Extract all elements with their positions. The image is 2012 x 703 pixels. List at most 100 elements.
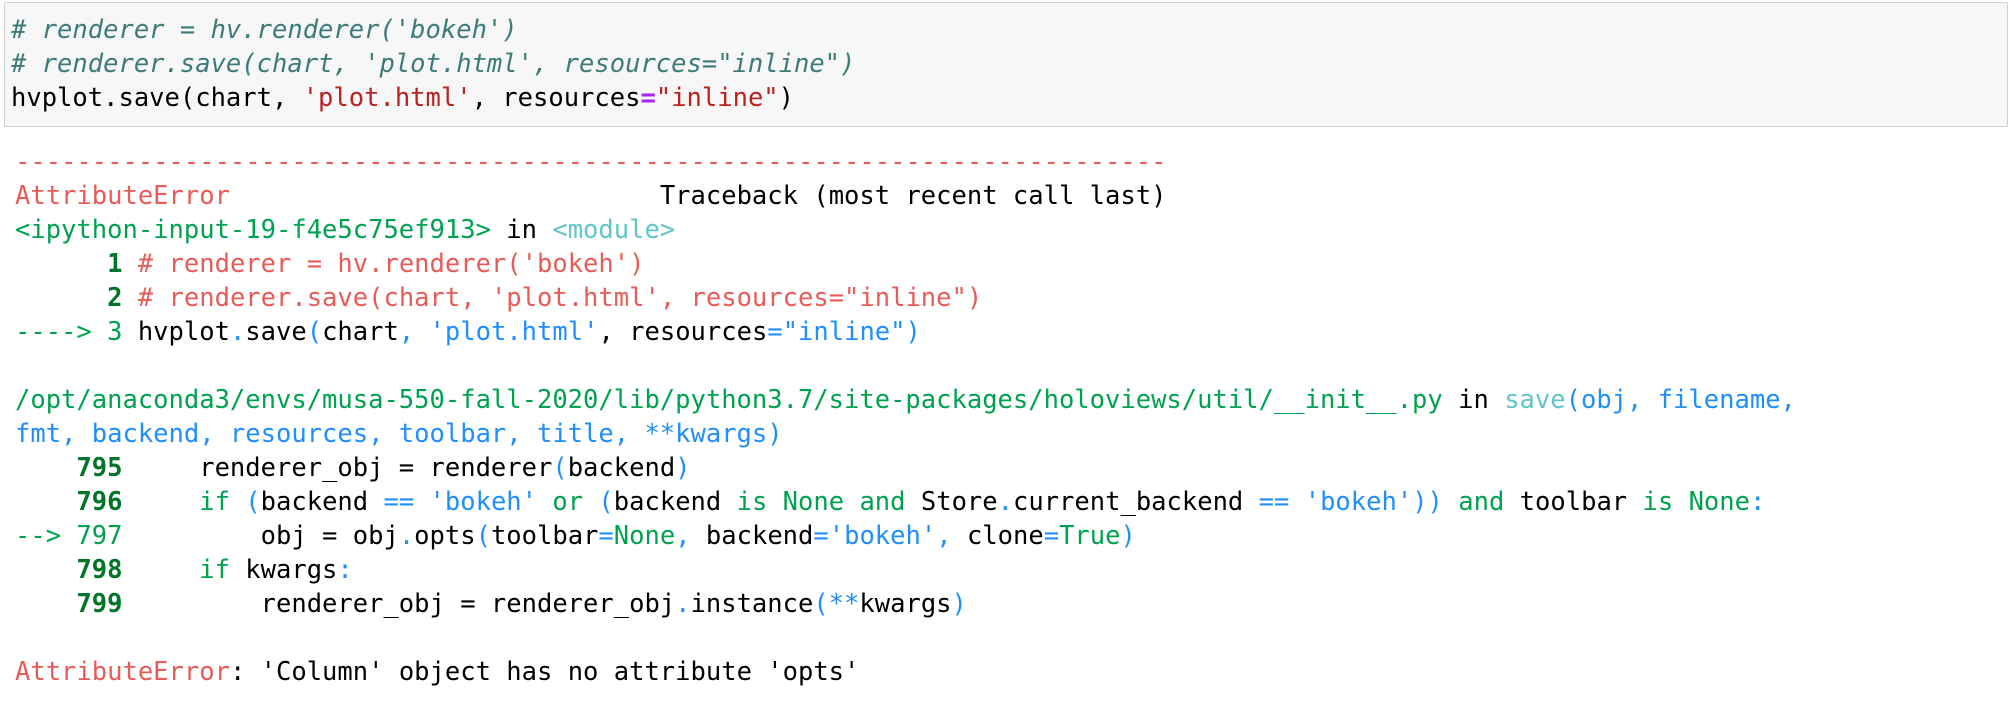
code-text: instance — [690, 589, 814, 619]
frame-2-signature-cont: fmt, backend, resources, toolbar, title,… — [15, 417, 783, 451]
frame-2-line-798: 798 if kwargs: — [15, 553, 353, 587]
operator: ** — [828, 589, 860, 619]
punct: ) — [951, 589, 967, 619]
punct: , — [675, 521, 706, 551]
frame-signature: (obj, filename, — [1565, 385, 1796, 415]
frame-location: <ipython-input-19-f4e5c75ef913> — [15, 215, 491, 245]
punct: . — [997, 487, 1013, 517]
line-number: 2 — [107, 283, 123, 313]
line-number: 798 — [15, 555, 123, 585]
error-name: AttributeError — [15, 657, 230, 687]
frame-1-line-1: 1 # renderer = hv.renderer('bokeh') — [15, 247, 644, 281]
string-literal: "inline" — [655, 83, 779, 113]
operator: = — [1043, 521, 1060, 551]
keyword: if — [122, 555, 230, 585]
code-text: , resources — [598, 317, 768, 347]
code-text: clone — [966, 521, 1044, 551]
keyword: and — [1442, 487, 1505, 517]
error-message: : 'Column' object has no attribute 'opts… — [229, 657, 860, 687]
keyword: None — [613, 521, 676, 551]
line-number: 1 — [107, 249, 123, 279]
traceback-separator: ----------------------------------------… — [15, 145, 1166, 179]
frame-1-line-2: 2 # renderer.save(chart, 'plot.html', re… — [15, 281, 982, 315]
frame-2-header: /opt/anaconda3/envs/musa-550-fall-2020/l… — [15, 383, 1796, 417]
error-message-line: AttributeError: 'Column' object has no a… — [15, 655, 859, 689]
punct: ) — [675, 453, 691, 483]
code-text: opts — [414, 521, 476, 551]
code-text: obj = obj — [122, 521, 399, 551]
code-text: kwargs — [229, 555, 338, 585]
error-name: AttributeError — [15, 181, 230, 211]
frame-file-path: /opt/anaconda3/envs/musa-550-fall-2020/l… — [15, 385, 1443, 415]
keyword: if — [122, 487, 230, 517]
code-text: toolbar — [490, 521, 599, 551]
code-text: renderer_obj = renderer_obj — [122, 589, 676, 619]
frame-scope: <module> — [552, 215, 676, 245]
keyword: and — [844, 487, 906, 517]
string-literal: "inline" — [782, 317, 906, 347]
current-line-arrow: ----> 3 — [15, 317, 123, 347]
frame-2-line-796: 796 if (backend == 'bokeh' or (backend i… — [15, 485, 1765, 519]
frame-1-current-line: ----> 3 hvplot.save(chart, 'plot.html', … — [15, 315, 921, 349]
traceback-header: AttributeError Traceback (most recent ca… — [15, 179, 1166, 213]
code-text: hvplot — [122, 317, 230, 347]
frame-2-line-795: 795 renderer_obj = renderer(backend) — [15, 451, 691, 485]
code-comment: # renderer = hv.renderer('bokeh') — [11, 15, 518, 45]
frame-2-line-797-current: --> 797 obj = obj.opts(toolbar=None, bac… — [15, 519, 1136, 553]
code-text: chart — [322, 317, 399, 347]
string-literal: 'plot.html' — [302, 83, 472, 113]
in-keyword: in — [490, 215, 553, 245]
code-text: save — [245, 317, 307, 347]
frame-1-header: <ipython-input-19-f4e5c75ef913> in <modu… — [15, 213, 675, 247]
input-line-2: # renderer.save(chart, 'plot.html', reso… — [11, 47, 855, 81]
punct: , — [398, 317, 415, 347]
separator-text: ----------------------------------------… — [15, 147, 1167, 177]
punct: )) — [1412, 487, 1443, 517]
punct: ( — [306, 317, 323, 347]
frame-signature: fmt, backend, resources, toolbar, title,… — [15, 419, 783, 449]
keyword: True — [1059, 521, 1121, 551]
code-text: toolbar — [1504, 487, 1628, 517]
in-keyword: in — [1442, 385, 1505, 415]
operator: = — [640, 83, 656, 113]
punct: : — [1749, 487, 1766, 517]
code-text: backend — [705, 521, 814, 551]
traceback-title: Traceback (most recent call last) — [659, 181, 1167, 211]
string-literal: 'bokeh' — [1289, 487, 1413, 517]
code-text: Store — [905, 487, 998, 517]
punct: ( — [229, 487, 261, 517]
keyword: is — [1627, 487, 1674, 517]
code-comment: # renderer.save(chart, 'plot.html', reso… — [11, 49, 856, 79]
code-text: backend — [260, 487, 369, 517]
punct: ( — [583, 487, 614, 517]
code-text: hvplot.save(chart, — [11, 83, 303, 113]
keyword: None — [1673, 487, 1750, 517]
operator: = — [767, 317, 783, 347]
frame-function: save — [1504, 385, 1566, 415]
operator: == — [368, 487, 415, 517]
current-line-arrow: --> 797 — [15, 521, 123, 551]
code-text: , resources — [471, 83, 641, 113]
code-text: current_backend — [1013, 487, 1244, 517]
string-literal: 'bokeh' — [828, 521, 937, 551]
code-comment: # renderer = hv.renderer('bokeh') — [122, 249, 645, 279]
punct: . — [398, 521, 415, 551]
code-text: backend — [613, 487, 722, 517]
punct: : — [337, 555, 353, 585]
code-input-cell[interactable] — [4, 2, 2008, 127]
code-text: ) — [778, 83, 795, 113]
string-literal: 'plot.html' — [414, 317, 599, 347]
keyword: None — [767, 487, 845, 517]
punct: . — [229, 317, 246, 347]
operator: = — [598, 521, 614, 551]
punct: . — [675, 589, 691, 619]
punct: ) — [1120, 521, 1136, 551]
operator: = — [813, 521, 829, 551]
spacer — [230, 181, 660, 211]
string-literal: 'bokeh' — [414, 487, 538, 517]
line-number: 796 — [15, 487, 123, 517]
indent — [15, 283, 107, 313]
punct: ( — [552, 453, 568, 483]
frame-2-line-799: 799 renderer_obj = renderer_obj.instance… — [15, 587, 967, 621]
line-number: 795 — [15, 453, 123, 483]
